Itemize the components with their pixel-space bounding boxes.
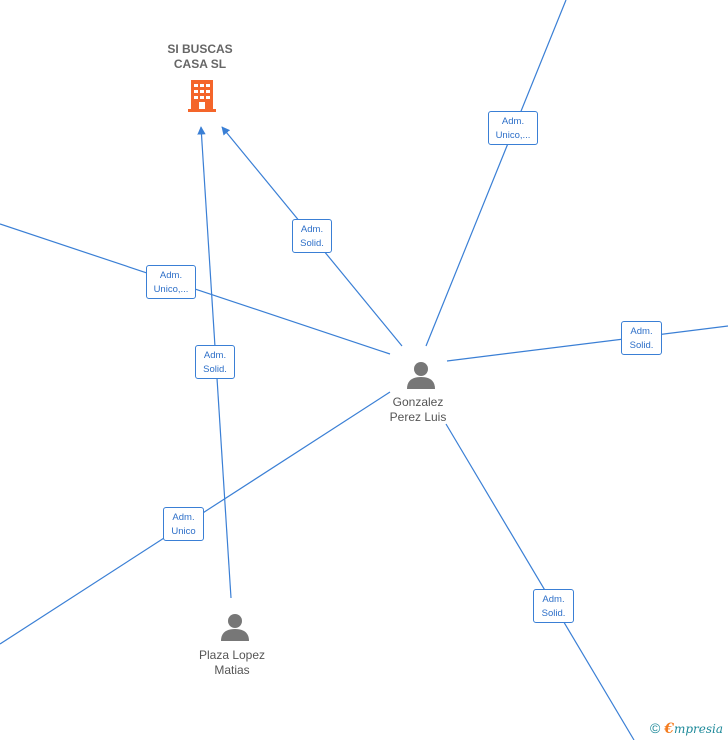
edge-label-line2: Unico,... — [153, 284, 189, 295]
edge-label-line2: Solid. — [541, 608, 566, 619]
edge-label-line2: Unico — [171, 526, 196, 537]
edge-right — [446, 325, 728, 362]
edge-label-line1: Adm. — [300, 224, 324, 235]
person-name-line1: Gonzalez — [392, 395, 444, 409]
edge-label-left-lower[interactable]: Adm. Unico — [163, 507, 204, 541]
person-icon[interactable] — [406, 360, 436, 390]
person-name-plaza[interactable]: Plaza Lopez Matias — [172, 648, 292, 678]
empresia-watermark: © €mpresia — [650, 720, 723, 737]
building-icon[interactable] — [185, 78, 219, 114]
person-icon[interactable] — [220, 612, 250, 642]
person-name-line1: Plaza Lopez — [198, 648, 266, 662]
edge-label-gonzalez-company[interactable]: Adm. Solid. — [292, 219, 332, 253]
edge-label-line1: Adm. — [501, 116, 525, 127]
edge-label-line2: Solid. — [300, 238, 324, 249]
edge-top-right — [425, 0, 567, 347]
edge-label-line1: Adm. — [203, 350, 227, 361]
edge-bottom-right — [445, 423, 635, 740]
company-name[interactable]: SI BUSCAS CASA SL — [130, 42, 270, 72]
edge-label-line1: Adm. — [542, 594, 565, 605]
copyright-icon: © — [650, 720, 661, 736]
edge-label-plaza-company[interactable]: Adm. Solid. — [195, 345, 235, 379]
edge-label-line2: Solid. — [629, 340, 654, 351]
edge-label-left-upper[interactable]: Adm. Unico,... — [146, 265, 196, 299]
edge-label-right[interactable]: Adm. Solid. — [621, 321, 662, 355]
edge-label-line1: Adm. — [159, 270, 183, 281]
edge-label-line2: Solid. — [203, 364, 227, 375]
company-name-line1: SI BUSCAS — [167, 42, 233, 56]
company-name-line2: CASA SL — [173, 57, 227, 71]
person-name-line2: Matias — [214, 663, 250, 677]
edge-label-bottom-right[interactable]: Adm. Solid. — [533, 589, 574, 623]
person-name-line2: Perez Luis — [389, 410, 447, 424]
brand-logo-letter: € — [664, 721, 674, 737]
brand-name: mpresia — [673, 722, 724, 736]
edge-label-line1: Adm. — [630, 326, 653, 337]
person-name-gonzalez[interactable]: Gonzalez Perez Luis — [358, 395, 478, 425]
edge-label-line1: Adm. — [172, 512, 195, 523]
edge-label-top-right[interactable]: Adm. Unico,... — [488, 111, 538, 145]
edge-label-line2: Unico,... — [495, 130, 531, 141]
